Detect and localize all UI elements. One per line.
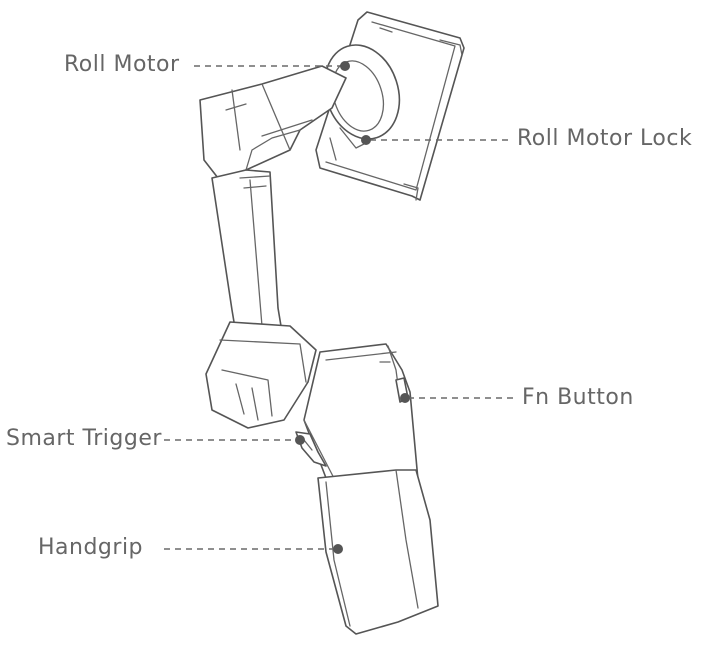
leader-lines bbox=[164, 61, 516, 554]
roll-motor-lock-pointer-dot bbox=[361, 135, 371, 145]
upper-arm-joint bbox=[199, 65, 347, 179]
roll-motor-label: Roll Motor bbox=[64, 52, 180, 77]
lower-joint bbox=[205, 321, 317, 429]
extension-arm bbox=[211, 169, 283, 335]
smart-trigger-label: Smart Trigger bbox=[6, 426, 162, 451]
handgrip-pointer-dot bbox=[333, 544, 343, 554]
fn-button-pointer-dot bbox=[400, 393, 410, 403]
roll-motor-pointer-dot bbox=[340, 61, 350, 71]
smart-trigger-pointer-dot bbox=[295, 435, 305, 445]
handgrip bbox=[317, 469, 439, 635]
roll-motor-lock-label: Roll Motor Lock bbox=[517, 126, 693, 151]
handgrip-label: Handgrip bbox=[38, 535, 144, 560]
fn-button-label: Fn Button bbox=[522, 385, 634, 410]
